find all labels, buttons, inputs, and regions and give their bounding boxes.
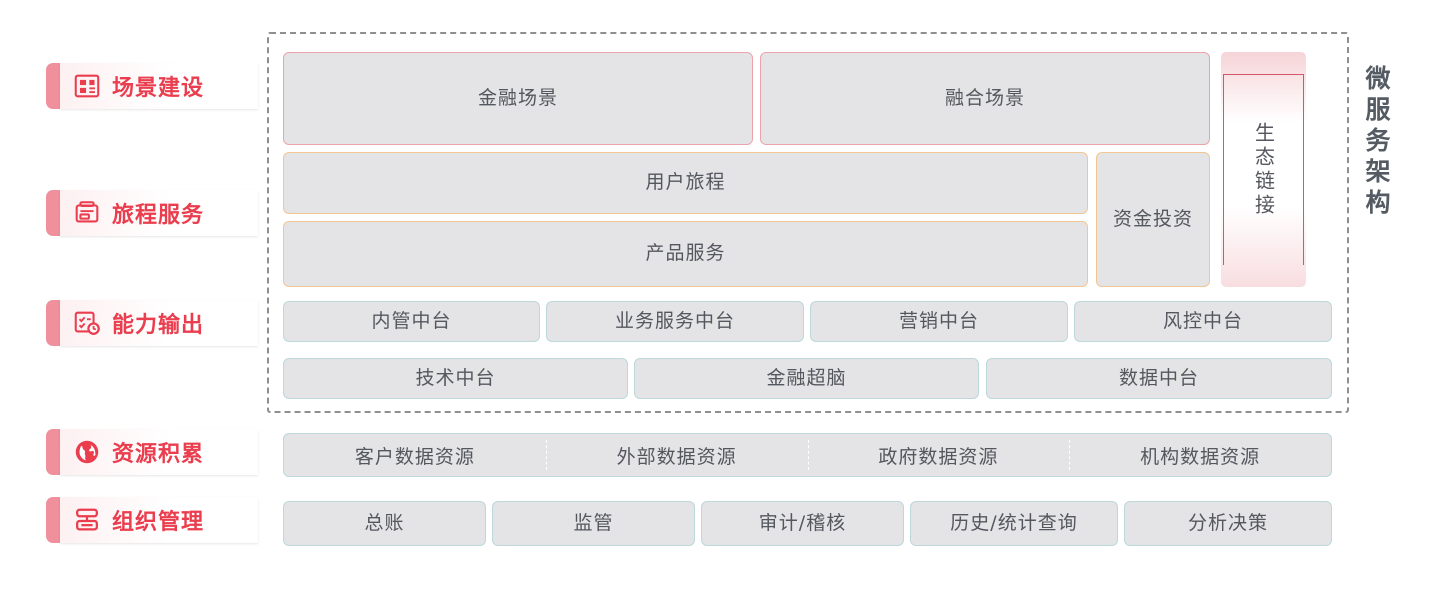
resource-cell-institution[interactable]: 机构数据资源	[1069, 434, 1331, 476]
org-box-audit[interactable]: 审计/稽核	[701, 501, 904, 546]
resource-cell-external[interactable]: 外部数据资源	[545, 434, 808, 476]
stage-label-text: 能力输出	[112, 313, 205, 338]
stage-panel: 场景建设	[60, 63, 258, 109]
stage-tab	[46, 63, 60, 109]
dashboard-layout-icon	[72, 71, 102, 101]
resource-cell-customer[interactable]: 客户数据资源	[354, 445, 475, 468]
stage-panel: 能力输出	[60, 300, 258, 346]
fund-investment-box[interactable]: 资金投资	[1096, 152, 1210, 287]
resource-cell-government[interactable]: 政府数据资源	[807, 434, 1070, 476]
journey-box-user-journey[interactable]: 用户旅程	[283, 152, 1088, 214]
stage-tab	[46, 497, 60, 543]
stage-label-text: 旅程服务	[112, 203, 205, 228]
stage-label-text: 组织管理	[112, 510, 205, 535]
stage-label-organization[interactable]: 组织管理	[46, 497, 258, 543]
org-box-history-query[interactable]: 历史/统计查询	[910, 501, 1118, 546]
stage-tab	[46, 429, 60, 475]
globe-icon	[72, 437, 102, 467]
org-box-analysis-decision[interactable]: 分析决策	[1124, 501, 1332, 546]
stage-tab	[46, 190, 60, 236]
scene-box-integrated[interactable]: 融合场景	[760, 52, 1210, 145]
stage-panel: 旅程服务	[60, 190, 258, 236]
journey-box-product-service[interactable]: 产品服务	[283, 221, 1088, 287]
stage-label-text: 资源积累	[112, 442, 205, 467]
eco-link-label: 生态链接	[1251, 121, 1276, 218]
resource-bar: 客户数据资源 外部数据资源 政府数据资源 机构数据资源	[283, 433, 1332, 477]
stage-label-text: 场景建设	[112, 76, 205, 101]
scene-box-financial[interactable]: 金融场景	[283, 52, 753, 145]
stage-panel: 组织管理	[60, 497, 258, 543]
org-box-supervision[interactable]: 监管	[492, 501, 695, 546]
stage-label-scene[interactable]: 场景建设	[46, 63, 258, 109]
platform-box-data[interactable]: 数据中台	[986, 358, 1332, 399]
stage-label-journey[interactable]: 旅程服务	[46, 190, 258, 236]
stage-label-capability[interactable]: 能力输出	[46, 300, 258, 346]
stage-label-resource[interactable]: 资源积累	[46, 429, 258, 475]
platform-box-financial-brain[interactable]: 金融超脑	[634, 358, 979, 399]
platform-box-risk-control[interactable]: 风控中台	[1074, 301, 1332, 342]
platform-box-business-service[interactable]: 业务服务中台	[546, 301, 804, 342]
stage-panel: 资源积累	[60, 429, 258, 475]
checklist-clock-icon	[72, 308, 102, 338]
org-chart-icon	[72, 505, 102, 535]
eco-link-box[interactable]: 生态链接	[1221, 52, 1306, 287]
microservice-container-outline	[267, 32, 1349, 413]
card-list-icon	[72, 198, 102, 228]
eco-link-inner-frame	[1223, 74, 1304, 265]
microservice-architecture-label: 微服务架构	[1362, 65, 1391, 220]
platform-box-internal-mgmt[interactable]: 内管中台	[283, 301, 540, 342]
platform-box-technology[interactable]: 技术中台	[283, 358, 628, 399]
org-box-general-ledger[interactable]: 总账	[283, 501, 486, 546]
stage-tab	[46, 300, 60, 346]
platform-box-marketing[interactable]: 营销中台	[810, 301, 1068, 342]
